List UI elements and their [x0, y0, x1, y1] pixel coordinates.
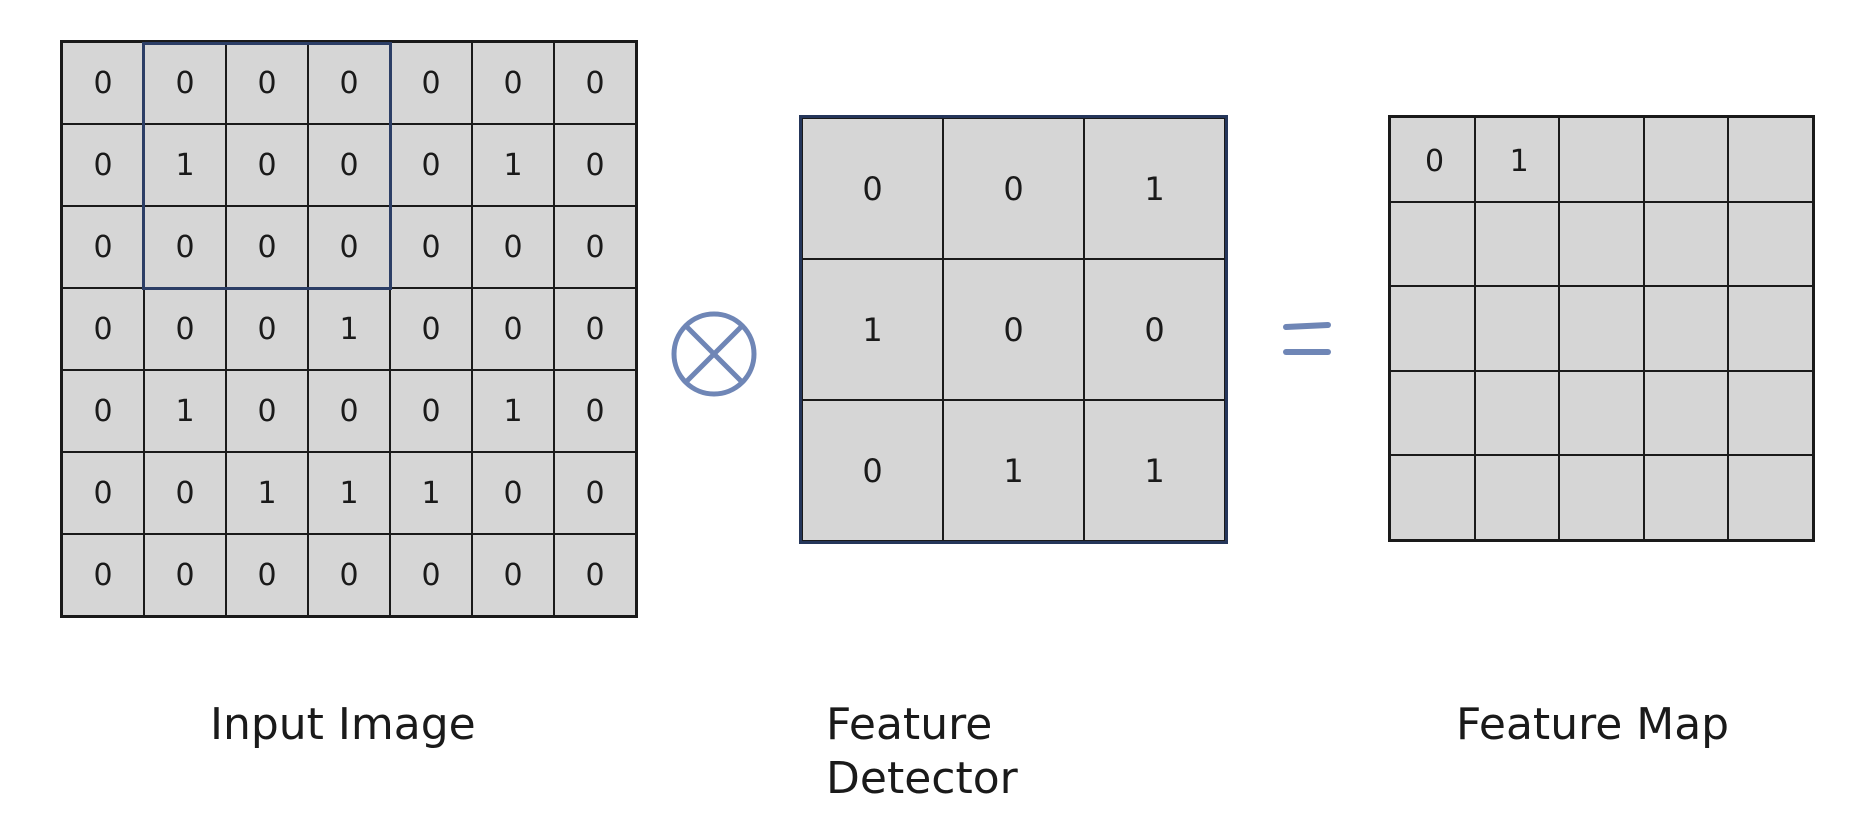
- feature-map-cell: [1643, 201, 1729, 287]
- input-image-cell: 0: [554, 452, 636, 534]
- input-image-cell: 0: [390, 206, 472, 288]
- input-image-cell: 0: [308, 206, 390, 288]
- input-image-cell: 0: [144, 42, 226, 124]
- feature-map-cell: [1643, 370, 1729, 456]
- feature-map-cell: [1474, 455, 1560, 540]
- input-image-cell: 1: [308, 452, 390, 534]
- input-image-cell: 0: [554, 42, 636, 124]
- input-image-cell: 1: [144, 124, 226, 206]
- feature-map-cell: [1643, 117, 1729, 202]
- input-image-cell: 0: [390, 534, 472, 616]
- feature-detector-caption: Feature Detector: [826, 699, 1018, 804]
- feature-map-cell: [1390, 455, 1475, 540]
- input-image-cell: 0: [554, 534, 636, 616]
- input-image-cell: 0: [62, 42, 144, 124]
- input-image-cell: 0: [62, 124, 144, 206]
- feature-map-cell: [1728, 455, 1813, 540]
- input-image-cell: 0: [308, 370, 390, 452]
- input-image-cell: 0: [554, 124, 636, 206]
- input-image-cell: 0: [226, 124, 308, 206]
- feature-detector-cell: 1: [1084, 118, 1225, 259]
- equals-icon: [1283, 322, 1331, 355]
- input-image-cell: 0: [226, 288, 308, 370]
- feature-detector-cell: 0: [1084, 259, 1225, 400]
- input-image-cell: 0: [472, 42, 554, 124]
- feature-map-cell: [1728, 370, 1813, 456]
- feature-map-cell: [1728, 117, 1813, 202]
- input-image-cell: 0: [390, 124, 472, 206]
- feature-detector-cell: 0: [943, 259, 1084, 400]
- feature-map-cell: [1474, 286, 1560, 371]
- feature-map-cell: [1390, 201, 1475, 287]
- input-image-cell: 0: [472, 288, 554, 370]
- input-image-cell: 1: [390, 452, 472, 534]
- feature-map-cell: [1390, 286, 1475, 371]
- input-image-cell: 0: [62, 452, 144, 534]
- input-image-cell: 0: [62, 206, 144, 288]
- input-image-cell: 0: [62, 370, 144, 452]
- input-image-cell: 0: [144, 206, 226, 288]
- input-image-cell: 0: [554, 370, 636, 452]
- feature-map-cell: 1: [1474, 117, 1560, 202]
- input-image-cell: 1: [472, 124, 554, 206]
- feature-map-caption: Feature Map: [1456, 699, 1730, 750]
- input-image-cell: 0: [554, 288, 636, 370]
- input-image-cell: 1: [226, 452, 308, 534]
- feature-map-cell: [1474, 370, 1560, 456]
- input-image-cell: 1: [472, 370, 554, 452]
- input-image-cell: 0: [472, 534, 554, 616]
- input-image-cell: 0: [390, 370, 472, 452]
- input-image-cell: 0: [226, 534, 308, 616]
- feature-detector-cell: 1: [943, 400, 1084, 541]
- input-image-cell: 0: [472, 452, 554, 534]
- input-image-cell: 0: [226, 370, 308, 452]
- feature-map-cell: [1559, 117, 1644, 202]
- feature-map-cell: [1559, 455, 1644, 540]
- input-image-cell: 0: [144, 288, 226, 370]
- feature-map-cell: [1390, 370, 1475, 456]
- input-image-cell: 0: [144, 534, 226, 616]
- input-image-cell: 0: [62, 288, 144, 370]
- input-image-cell: 0: [390, 288, 472, 370]
- feature-map-cell: [1559, 370, 1644, 456]
- input-image-cell: 0: [390, 42, 472, 124]
- input-image-cell: 0: [554, 206, 636, 288]
- input-image-cell: 0: [226, 42, 308, 124]
- input-image-cell: 1: [144, 370, 226, 452]
- feature-detector-cell: 1: [1084, 400, 1225, 541]
- feature-map-cell: [1728, 201, 1813, 287]
- feature-map-cell: [1728, 286, 1813, 371]
- convolution-operator-icon: [671, 311, 757, 397]
- input-image-cell: 0: [308, 534, 390, 616]
- input-image-cell: 0: [308, 124, 390, 206]
- feature-detector-cell: 0: [802, 400, 943, 541]
- input-image-caption: Input Image: [210, 699, 476, 750]
- feature-map-cell: [1559, 201, 1644, 287]
- feature-detector-cell: 0: [802, 118, 943, 259]
- feature-detector-cell: 1: [802, 259, 943, 400]
- feature-detector-cell: 0: [943, 118, 1084, 259]
- feature-map-cell: [1643, 455, 1729, 540]
- feature-map-cell: [1643, 286, 1729, 371]
- input-image-cell: 1: [308, 288, 390, 370]
- feature-map-cell: 0: [1390, 117, 1475, 202]
- feature-map-cell: [1559, 286, 1644, 371]
- input-image-cell: 0: [144, 452, 226, 534]
- feature-map-cell: [1474, 201, 1560, 287]
- input-image-cell: 0: [472, 206, 554, 288]
- input-image-cell: 0: [226, 206, 308, 288]
- input-image-cell: 0: [62, 534, 144, 616]
- input-image-cell: 0: [308, 42, 390, 124]
